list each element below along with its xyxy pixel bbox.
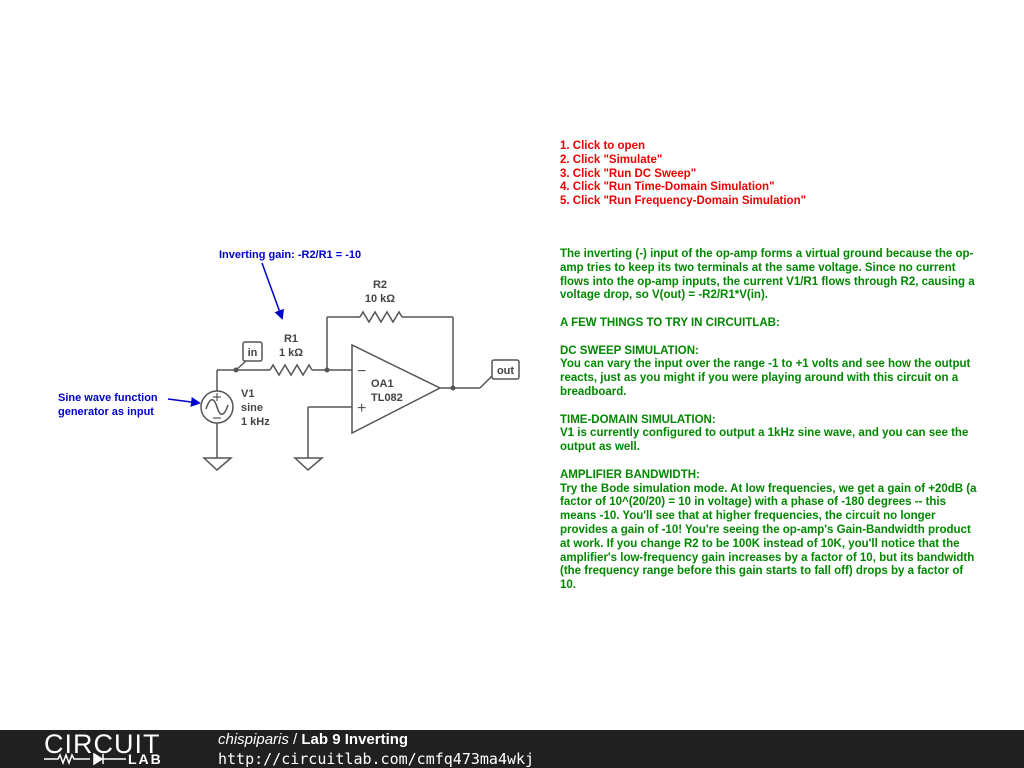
junction-dot-output: [450, 385, 456, 391]
wire-out-label: [479, 375, 493, 389]
circuitlab-logo[interactable]: CIRCUIT LAB: [44, 729, 184, 768]
v1-name: V1: [241, 388, 254, 400]
opamp-model: TL082: [371, 392, 403, 404]
junction-dot-inverting: [324, 367, 330, 373]
explanation-notes: The inverting (-) input of the op-amp fo…: [560, 248, 980, 607]
instruction-dc-sweep: 3. Click "Run DC Sweep": [560, 167, 697, 180]
logo-lab: LAB: [128, 751, 163, 767]
label-box-in: [242, 341, 263, 362]
source-annotation-line1: Sine wave function: [58, 392, 158, 404]
sine-wave-icon: [205, 399, 229, 415]
label-in-text: in: [248, 347, 258, 359]
notes-intro: The inverting (-) input of the op-amp fo…: [560, 248, 975, 302]
r2-value: 10 kΩ: [365, 293, 395, 305]
r1-name: R1: [284, 333, 298, 345]
source-annotation-arrow: [167, 397, 201, 407]
ground-symbol-source: [202, 457, 234, 472]
project-url[interactable]: http://circuitlab.com/cmfq473ma4wkj: [218, 750, 535, 768]
gain-annotation: Inverting gain: -R2/R1 = -10: [219, 249, 361, 261]
instruction-open[interactable]: 1. Click to open: [560, 140, 645, 152]
ground-symbol-opamp: [293, 457, 325, 472]
opamp-minus-sign: −: [357, 363, 366, 380]
notes-td-body: V1 is currently configured to output a 1…: [560, 427, 969, 454]
resistor-r2: [359, 310, 403, 324]
instructions-list: 1. Click to open 2. Click "Simulate" 3. …: [560, 140, 806, 209]
project-name[interactable]: Lab 9 Inverting: [301, 731, 409, 748]
opamp-name: OA1: [371, 378, 394, 390]
v1-type: sine: [241, 402, 263, 414]
project-user[interactable]: chispiparis: [218, 731, 289, 748]
r1-value: 1 kΩ: [279, 347, 303, 359]
notes-few-things-heading: A FEW THINGS TO TRY IN CIRCUITLAB:: [560, 316, 780, 329]
circuit-schematic: R1 1 kΩ R2 10 kΩ V1 sine 1 kHz OA1 TL082…: [58, 249, 520, 472]
title-separator: /: [293, 731, 298, 748]
instruction-time-domain: 4. Click "Run Time-Domain Simulation": [560, 181, 775, 194]
notes-dc-body: You can vary the input over the range -1…: [560, 358, 971, 398]
v1-freq: 1 kHz: [241, 416, 270, 428]
project-title: chispiparis / Lab 9 Inverting: [218, 731, 408, 748]
gain-annotation-arrow: [261, 262, 284, 320]
footer-bar: CIRCUIT LAB chispiparis / Lab 9 Invertin…: [0, 729, 1024, 768]
notes-bw-body: Try the Bode simulation mode. At low fre…: [560, 482, 977, 592]
label-out-text: out: [497, 365, 514, 377]
instruction-frequency-domain: 5. Click "Run Frequency-Domain Simulatio…: [560, 195, 807, 208]
junction-dot-in: [233, 367, 239, 373]
logo-word: CIRCUIT: [44, 729, 161, 759]
notes-bw-heading: AMPLIFIER BANDWIDTH:: [560, 468, 700, 481]
instruction-simulate: 2. Click "Simulate": [560, 153, 663, 166]
opamp-oa1: [351, 343, 442, 435]
notes-td-heading: TIME-DOMAIN SIMULATION:: [560, 413, 716, 426]
resistor-r1: [269, 363, 313, 377]
r2-name: R2: [373, 279, 387, 291]
notes-dc-heading: DC SWEEP SIMULATION:: [560, 344, 699, 357]
opamp-plus-sign: +: [357, 400, 366, 417]
source-annotation-line2: generator as input: [58, 406, 154, 418]
label-box-out: [491, 359, 520, 380]
logo-circuit-mark-icon: [44, 752, 126, 766]
